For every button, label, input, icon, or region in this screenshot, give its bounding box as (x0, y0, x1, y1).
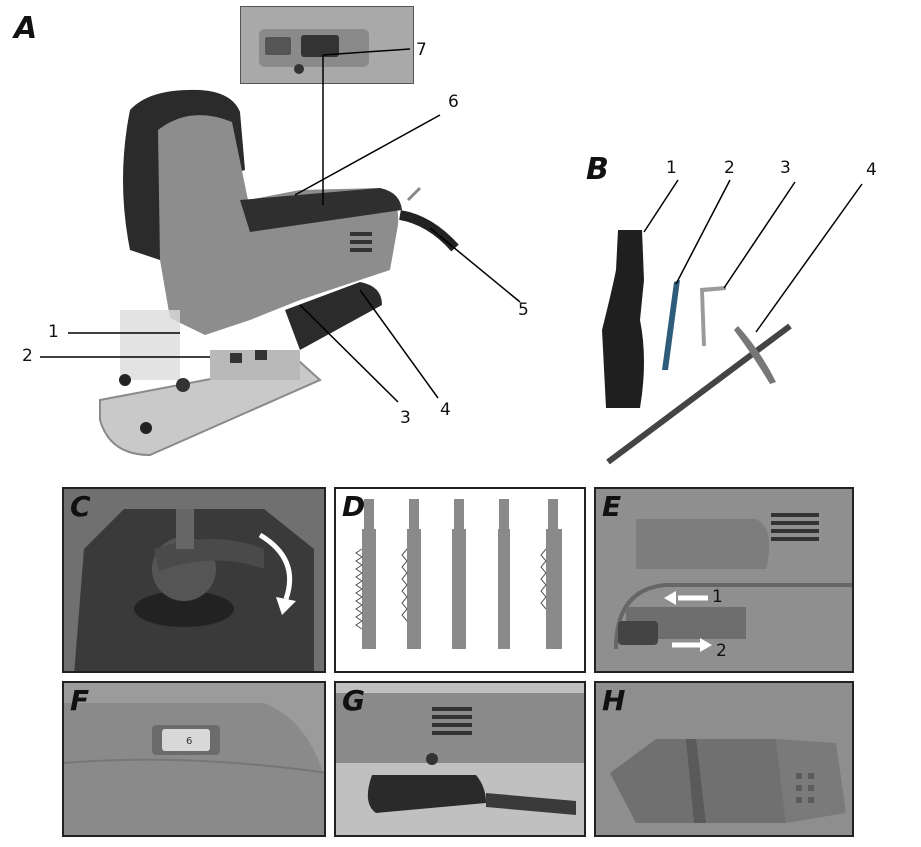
switch-inset-illustration (241, 7, 413, 83)
section-a-letter: A (14, 11, 38, 46)
panel-e: 1 2 E (594, 487, 854, 673)
b-callout-4: 4 (866, 160, 877, 180)
panel-g-letter: G (342, 684, 365, 717)
speed-dial-illustration (64, 683, 324, 835)
dust-adapter-fitting-illustration (336, 683, 584, 835)
section-b-letter: B (586, 152, 609, 187)
b-callout-1: 1 (666, 158, 677, 178)
dust-port-lever-illustration (596, 489, 852, 671)
speed-dial-value: 6 (186, 736, 193, 747)
a-callout-5: 5 (518, 300, 529, 320)
a-callout-3: 3 (400, 408, 411, 428)
panel-f-letter: F (70, 684, 90, 717)
b-callout-3: 3 (780, 158, 791, 178)
panel-c: C (62, 487, 326, 673)
jigsaw-illustration (40, 48, 521, 457)
panel-d-letter: D (342, 490, 366, 523)
a-callout-2: 2 (22, 346, 33, 366)
lever-closeup-illustration (596, 683, 852, 835)
panel-e-letter: E (602, 490, 622, 523)
a-callout-1: 1 (48, 322, 59, 342)
panel-d: D (334, 487, 586, 673)
panel-h-letter: H (602, 684, 626, 717)
panel-h: H (594, 681, 854, 837)
panel-c-letter: C (70, 490, 91, 523)
a-callout-4: 4 (440, 400, 451, 420)
a-callout-6: 6 (448, 92, 459, 112)
arrow-icon (664, 591, 712, 652)
blade-clamp-illustration (64, 489, 324, 671)
panel-f: 6 F (62, 681, 326, 837)
e-callout-1: 1 (712, 587, 723, 607)
blade-types-illustration (355, 499, 562, 649)
e-callout-2: 2 (716, 641, 727, 661)
a-callout-7: 7 (416, 40, 427, 60)
accessories-illustration (602, 179, 863, 465)
b-callout-2: 2 (724, 158, 735, 178)
switch-inset (240, 6, 414, 84)
panel-g: G (334, 681, 586, 837)
